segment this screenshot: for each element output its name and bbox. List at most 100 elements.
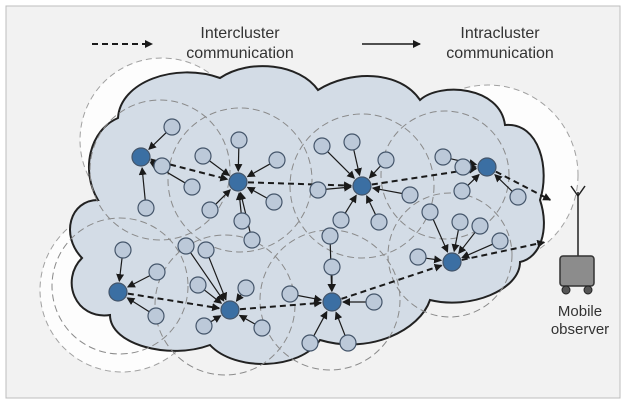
sensor-node: [321, 227, 339, 245]
sensor-node: [243, 231, 261, 249]
antenna-icon: [570, 185, 586, 198]
sensor-node: [339, 334, 357, 352]
sensor-node: [401, 186, 419, 204]
intracluster-edge: [313, 310, 328, 337]
intracluster-edge: [432, 219, 449, 253]
intracluster-edge: [209, 160, 230, 177]
sensor-node: [471, 217, 489, 235]
intracluster-edge: [327, 151, 355, 179]
sensor-node: [377, 151, 395, 169]
cluster-head-node: [442, 252, 462, 272]
sensor-node: [195, 317, 213, 335]
range-circle: [380, 110, 510, 240]
intracluster-edge: [138, 166, 147, 201]
range-circle: [51, 217, 189, 355]
intercluster-edge: [247, 181, 353, 190]
sensor-node: [454, 158, 472, 176]
intracluster-edge: [368, 165, 382, 179]
sensor-node: [332, 211, 350, 229]
intracluster-edge: [246, 186, 268, 199]
legend-intercluster-label: communication: [186, 45, 294, 62]
sensor-node: [281, 285, 299, 303]
sensor-node: [301, 334, 319, 352]
cluster-head-node: [131, 147, 151, 167]
intracluster-edge: [494, 173, 513, 192]
sensor-node: [194, 147, 212, 165]
sensor-node: [365, 293, 383, 311]
intracluster-edge: [461, 243, 493, 259]
sensor-node: [237, 279, 255, 297]
cluster-head-node: [228, 172, 248, 192]
legend-intracluster-label: communication: [446, 45, 554, 62]
sensor-node: [233, 212, 251, 230]
intracluster-edge: [366, 195, 377, 216]
sensor-node: [451, 213, 469, 231]
legend-intercluster-label: Intercluster: [200, 25, 280, 42]
intercluster-edge: [371, 165, 478, 186]
sensor-node: [453, 182, 471, 200]
intracluster-edge: [148, 132, 167, 151]
sensor-node: [370, 213, 388, 231]
intracluster-edge: [116, 257, 125, 283]
robot-body-icon: [559, 255, 595, 287]
sensor-node: [201, 201, 219, 219]
intracluster-edge: [126, 297, 150, 313]
sensor-node: [189, 276, 207, 294]
intracluster-edge: [334, 311, 346, 336]
intracluster-edge: [371, 185, 403, 195]
intercluster-edge: [341, 263, 443, 300]
intracluster-edge: [208, 257, 228, 301]
sensor-node: [153, 157, 171, 175]
intracluster-edge: [451, 229, 460, 253]
range-circle: [89, 99, 231, 241]
range-circle: [259, 229, 401, 371]
intracluster-edge: [126, 275, 151, 288]
sensor-node: [309, 181, 327, 199]
intracluster-edge: [344, 194, 357, 214]
intracluster-edge: [210, 315, 222, 323]
legend-intracluster-label: Intracluster: [460, 25, 540, 42]
intercluster-edge: [495, 170, 552, 201]
sensor-node: [163, 118, 181, 136]
range-circle: [289, 113, 435, 259]
intercluster-edge: [127, 292, 221, 312]
cluster-head-node: [352, 176, 372, 196]
range-circle: [167, 107, 313, 253]
intracluster-edge: [297, 294, 323, 303]
cluster-head-node: [322, 292, 342, 312]
sensor-node: [148, 263, 166, 281]
sensor-node: [434, 148, 452, 166]
intracluster-edge: [238, 314, 256, 325]
robot-wheel-icon: [583, 285, 593, 295]
intracluster-edge: [467, 173, 480, 186]
sensor-node: [253, 319, 271, 337]
intracluster-edge: [425, 255, 443, 264]
intracluster-edge: [353, 149, 362, 177]
sensor-node: [177, 237, 195, 255]
sensor-node: [268, 151, 286, 169]
mobile-observer: Mobile observer: [551, 185, 609, 338]
intracluster-edge: [190, 252, 225, 302]
sensor-node: [114, 241, 132, 259]
cluster-head-node: [477, 157, 497, 177]
sensor-node: [409, 248, 427, 266]
intracluster-edge: [246, 163, 271, 178]
sensor-node: [183, 178, 201, 196]
sensor-node: [323, 258, 341, 276]
intercluster-edge: [461, 239, 546, 261]
intracluster-edge: [203, 289, 223, 304]
legend: Intercluster communication Intracluster …: [92, 25, 554, 62]
range-circle: [387, 192, 513, 318]
sensor-node: [421, 203, 439, 221]
sensor-node: [265, 193, 283, 211]
sensor-node: [491, 232, 509, 250]
cluster-head-node: [220, 300, 240, 320]
sensor-node: [137, 199, 155, 217]
sensor-node: [509, 188, 527, 206]
intracluster-edge: [458, 231, 476, 255]
sensor-node: [147, 307, 165, 325]
sensor-node: [197, 241, 215, 259]
network-cloud: [69, 65, 545, 365]
